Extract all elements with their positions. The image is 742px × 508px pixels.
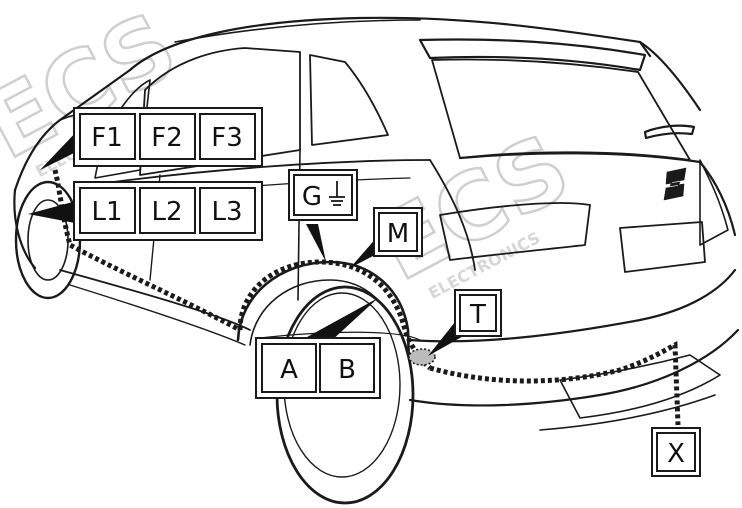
label-group-g: G xyxy=(288,169,358,221)
label-f2: F2 xyxy=(151,123,183,153)
label-l1: L1 xyxy=(91,197,122,227)
label-l2: L2 xyxy=(151,197,182,227)
label-l3: L3 xyxy=(211,197,242,227)
label-g: G xyxy=(302,182,322,212)
label-group-ab: A B xyxy=(255,337,381,399)
label-group-m: M xyxy=(373,207,423,257)
label-group-t: T xyxy=(454,289,502,337)
ground-symbol-icon xyxy=(329,181,345,206)
label-a-box xyxy=(261,343,317,393)
label-f1-box xyxy=(79,113,136,160)
label-f3: F3 xyxy=(211,123,243,153)
label-group-x: X xyxy=(651,427,701,477)
socket-location-marker xyxy=(408,348,436,366)
label-f2-box xyxy=(139,113,196,160)
pointer-ab xyxy=(298,298,378,342)
label-l3-box xyxy=(199,187,256,234)
label-f1: F1 xyxy=(91,123,123,153)
label-b-box xyxy=(319,343,375,393)
label-l2-box xyxy=(139,187,196,234)
label-l1-box xyxy=(79,187,136,234)
pointer-l xyxy=(28,200,80,224)
label-x: X xyxy=(667,439,685,469)
seat-logo-icon xyxy=(663,167,687,201)
pointer-f xyxy=(40,128,80,170)
label-t: T xyxy=(469,300,486,330)
wire-bumper xyxy=(429,341,681,426)
label-group-l: L1 L2 L3 xyxy=(73,181,263,241)
label-m: M xyxy=(387,219,409,249)
label-group-f: F1 F2 F3 xyxy=(73,107,263,167)
wiring-routes xyxy=(52,169,681,426)
pointer-g xyxy=(306,224,326,262)
label-f3-box xyxy=(199,113,256,160)
label-a: A xyxy=(280,355,298,385)
wire-arch xyxy=(237,259,432,370)
label-b: B xyxy=(338,355,356,385)
